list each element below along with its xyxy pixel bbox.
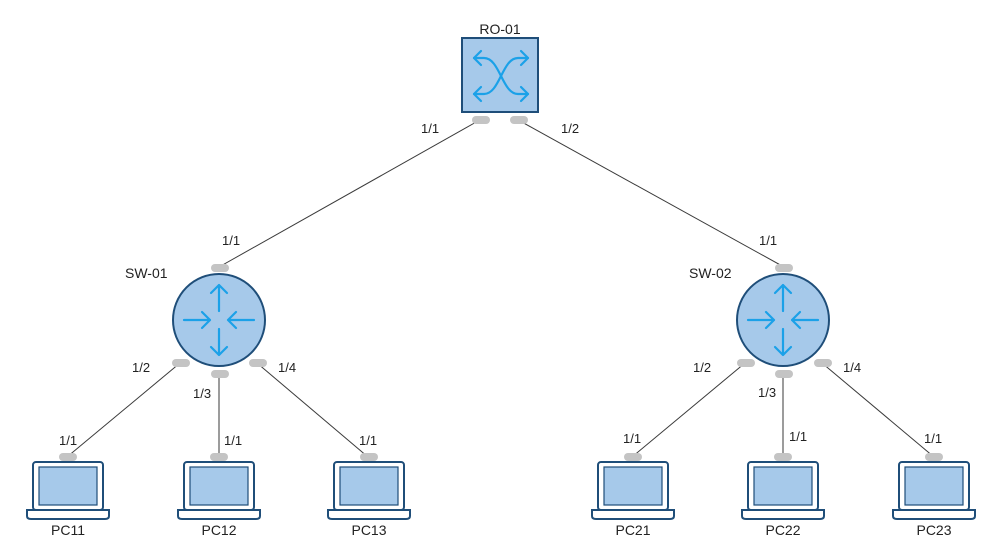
- pc-pc13[interactable]: PC13: [327, 453, 411, 538]
- port-label-ro-sw2-a: 1/2: [561, 121, 579, 136]
- port-label-ro-sw1-b: 1/1: [222, 233, 240, 248]
- port-ro-1-1[interactable]: [472, 116, 490, 124]
- port-label-sw2-pc23-a: 1/4: [843, 360, 861, 375]
- link-ro-sw1[interactable]: [218, 120, 479, 268]
- port-sw2-1-1[interactable]: [775, 264, 793, 272]
- pc-pc21[interactable]: PC21: [591, 453, 675, 538]
- port-label-sw2-pc21-b: 1/1: [623, 431, 641, 446]
- laptop-icon: [741, 461, 825, 520]
- laptop-icon: [177, 461, 261, 520]
- pc22-label: PC22: [765, 522, 800, 538]
- port-pc22-1-1[interactable]: [774, 453, 792, 461]
- links: [66, 120, 935, 458]
- port-sw1-1-4[interactable]: [249, 359, 267, 367]
- link-sw2-pc23[interactable]: [821, 362, 935, 458]
- link-sw1-pc11[interactable]: [66, 362, 181, 458]
- port-label-sw1-pc12-a: 1/3: [193, 386, 211, 401]
- pc-pc22[interactable]: PC22: [741, 453, 825, 538]
- port-sw1-1-2[interactable]: [172, 359, 190, 367]
- switch-sw-02[interactable]: SW-02: [689, 264, 832, 378]
- port-label-sw1-pc11-b: 1/1: [59, 433, 77, 448]
- port-ro-1-2[interactable]: [510, 116, 528, 124]
- port-pc13-1-1[interactable]: [360, 453, 378, 461]
- router-icon: [461, 37, 539, 113]
- port-sw2-1-3[interactable]: [775, 370, 793, 378]
- router-ro-01[interactable]: RO-01: [461, 21, 539, 124]
- laptop-icon: [26, 461, 110, 520]
- port-pc11-1-1[interactable]: [59, 453, 77, 461]
- link-sw2-pc21[interactable]: [631, 362, 746, 458]
- port-label-ro-sw2-b: 1/1: [759, 233, 777, 248]
- port-pc12-1-1[interactable]: [210, 453, 228, 461]
- switch-sw-01-label: SW-01: [125, 265, 168, 281]
- pc-pc23[interactable]: PC23: [892, 453, 976, 538]
- port-sw1-1-1[interactable]: [211, 264, 229, 272]
- port-sw2-1-4[interactable]: [814, 359, 832, 367]
- link-sw1-pc13[interactable]: [256, 362, 369, 458]
- pc12-label: PC12: [201, 522, 236, 538]
- port-label-sw1-pc13-b: 1/1: [359, 433, 377, 448]
- port-pc23-1-1[interactable]: [925, 453, 943, 461]
- port-label-sw2-pc22-a: 1/3: [758, 385, 776, 400]
- port-sw1-1-3[interactable]: [211, 370, 229, 378]
- port-label-ro-sw1-a: 1/1: [421, 121, 439, 136]
- pc11-label: PC11: [51, 522, 85, 538]
- port-label-sw1-pc12-b: 1/1: [224, 433, 242, 448]
- pc13-label: PC13: [351, 522, 386, 538]
- pc-pc12[interactable]: PC12: [177, 453, 261, 538]
- port-label-sw2-pc22-b: 1/1: [789, 429, 807, 444]
- port-sw2-1-2[interactable]: [737, 359, 755, 367]
- switch-icon: [172, 273, 266, 367]
- router-label: RO-01: [479, 21, 520, 37]
- laptop-icon: [327, 461, 411, 520]
- port-label-sw1-pc11-a: 1/2: [132, 360, 150, 375]
- pc-pc11[interactable]: PC11: [26, 453, 110, 538]
- switch-sw-01[interactable]: SW-01: [125, 264, 267, 378]
- laptop-icon: [892, 461, 976, 520]
- port-label-sw1-pc13-a: 1/4: [278, 360, 296, 375]
- port-labels: 1/1 1/2 1/1 1/1 1/2 1/3 1/4 1/1 1/1 1/1 …: [59, 121, 942, 448]
- port-label-sw2-pc23-b: 1/1: [924, 431, 942, 446]
- pc23-label: PC23: [916, 522, 951, 538]
- laptop-icon: [591, 461, 675, 520]
- switch-sw-02-label: SW-02: [689, 265, 732, 281]
- pc21-label: PC21: [615, 522, 650, 538]
- switch-icon: [736, 273, 830, 367]
- port-pc21-1-1[interactable]: [624, 453, 642, 461]
- port-label-sw2-pc21-a: 1/2: [693, 360, 711, 375]
- link-ro-sw2[interactable]: [519, 120, 785, 268]
